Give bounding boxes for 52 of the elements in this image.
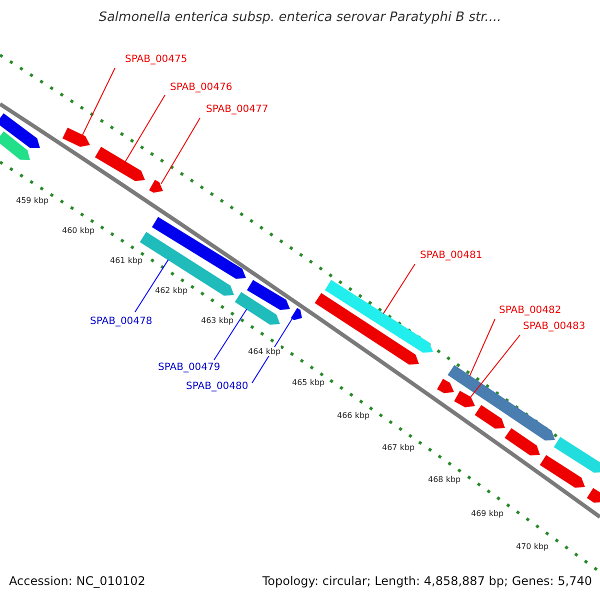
gene-segment	[314, 293, 419, 365]
gene-segment	[246, 280, 290, 310]
gene-segment	[0, 131, 30, 160]
gene-segment	[554, 436, 600, 473]
leader-line	[470, 334, 520, 398]
gene-label: SPAB_00476	[170, 82, 232, 93]
leader-line	[382, 264, 416, 314]
scale-label: 463 kbp	[201, 316, 234, 325]
gene-segment	[0, 113, 40, 148]
gene-segment	[454, 390, 475, 408]
diagram-title: Salmonella enterica subsp. enterica serovar Paratyphi B str....	[98, 10, 502, 25]
gene-segment	[149, 180, 163, 193]
scale-label: 465 kbp	[292, 378, 325, 387]
leader-line	[134, 259, 169, 312]
scale-label: 467 kbp	[382, 443, 415, 452]
gene-label: SPAB_00481	[420, 250, 482, 261]
leader-line	[82, 68, 116, 136]
leader-line	[214, 308, 248, 360]
leader-line	[252, 318, 293, 384]
gene-label: SPAB_00478	[90, 316, 152, 327]
gene-segment	[152, 216, 246, 279]
gene-label: SPAB_00477	[206, 104, 268, 115]
gene-label: SPAB_00482	[499, 305, 562, 316]
gene-segment	[586, 488, 600, 503]
gene-label: SPAB_00480	[186, 381, 248, 392]
leader-line	[160, 118, 200, 184]
scale-label: 468 kbp	[428, 475, 461, 484]
gene-segment	[62, 128, 90, 147]
gene-label: SPAB_00479	[158, 362, 220, 373]
accession-text: Accession: NC_010102	[9, 574, 146, 588]
gene-segment	[504, 428, 540, 456]
scale-label: 469 kbp	[471, 509, 504, 518]
scale-label: 470 kbp	[516, 542, 549, 551]
gene-segment	[540, 455, 585, 488]
gene-label: SPAB_00483	[523, 321, 586, 332]
gene-segment	[290, 308, 302, 320]
leader-line	[124, 94, 166, 162]
scale-label: 459 kbp	[16, 196, 49, 205]
scale-label: 466 kbp	[337, 411, 370, 420]
scale-label: 460 kbp	[62, 226, 95, 235]
gene-segment	[324, 280, 433, 353]
gene-segment	[448, 365, 555, 440]
scale-label: 464 kbp	[248, 347, 281, 356]
gene-segment	[94, 146, 145, 182]
scale-label: 462 kbp	[155, 286, 188, 295]
gene-label: SPAB_00475	[125, 54, 188, 65]
gene-segment	[474, 405, 505, 429]
leader-line	[469, 318, 496, 376]
genome-info-text: Topology: circular; Length: 4,858,887 bp; Genes: 5,740	[262, 574, 592, 588]
gene-segment	[234, 292, 280, 325]
gene-segment	[437, 378, 454, 394]
scale-label: 461 kbp	[110, 256, 143, 265]
